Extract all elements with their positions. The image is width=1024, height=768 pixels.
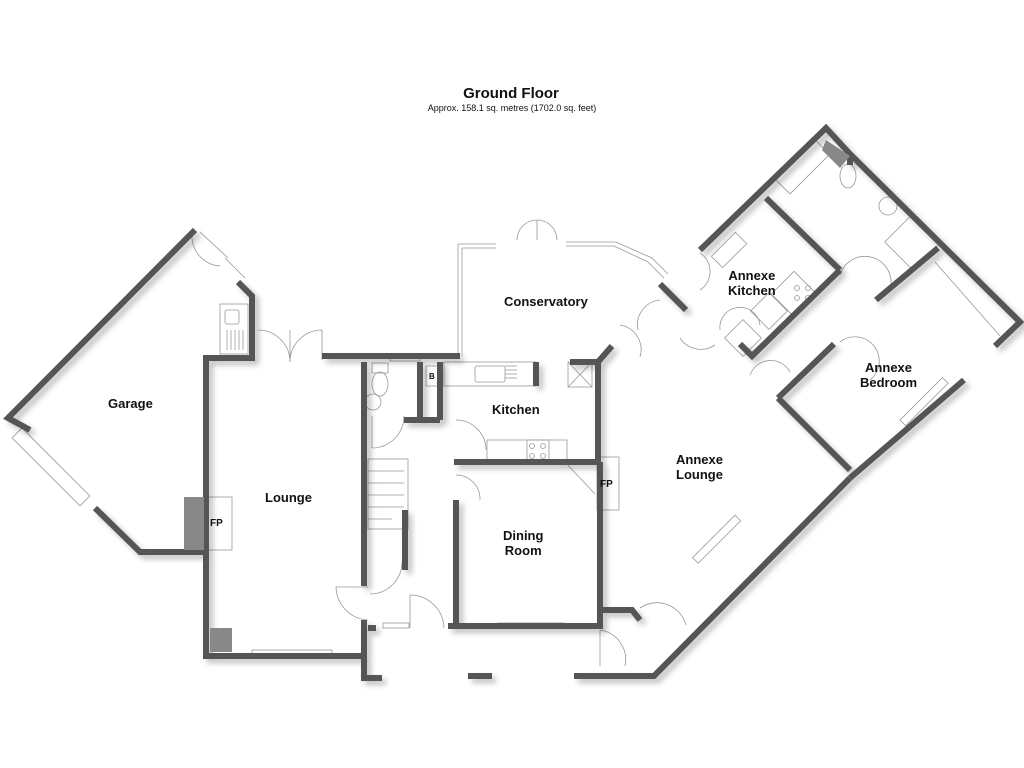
room-label-garage: Garage (108, 396, 153, 411)
room-label-lounge: Lounge (265, 490, 312, 505)
room-label-line: Kitchen (728, 283, 776, 298)
room-label-line: Lounge (676, 467, 723, 482)
room-label-line: Room (504, 543, 542, 558)
floor-title: Ground Floor (463, 85, 559, 102)
room-label-line: Bedroom (860, 375, 918, 390)
room-label-line: Annexe (676, 452, 723, 467)
walls (3, 123, 1024, 681)
floor-area-subtitle: Approx. 158.1 sq. metres (1702.0 sq. fee… (427, 103, 597, 113)
fireplace-label-annexe-lounge: FP (600, 479, 613, 490)
room-label-line: Dining (503, 528, 544, 543)
boiler-label: B (429, 372, 435, 381)
room-label-kitchen: Kitchen (492, 402, 540, 417)
room-label-annexe-bedroom: Annexe Bedroom (860, 360, 917, 390)
room-label-dining-room: Dining Room (503, 528, 543, 558)
room-label-line: Annexe (728, 268, 776, 283)
room-label-conservatory: Conservatory (504, 294, 588, 309)
room-label-annexe-kitchen: Annexe Kitchen (728, 268, 776, 298)
fireplace-label-lounge: FP (210, 518, 223, 529)
room-label-annexe-lounge: Annexe Lounge (676, 452, 723, 482)
room-label-line: Annexe (865, 360, 913, 375)
wall-fills (184, 140, 850, 652)
